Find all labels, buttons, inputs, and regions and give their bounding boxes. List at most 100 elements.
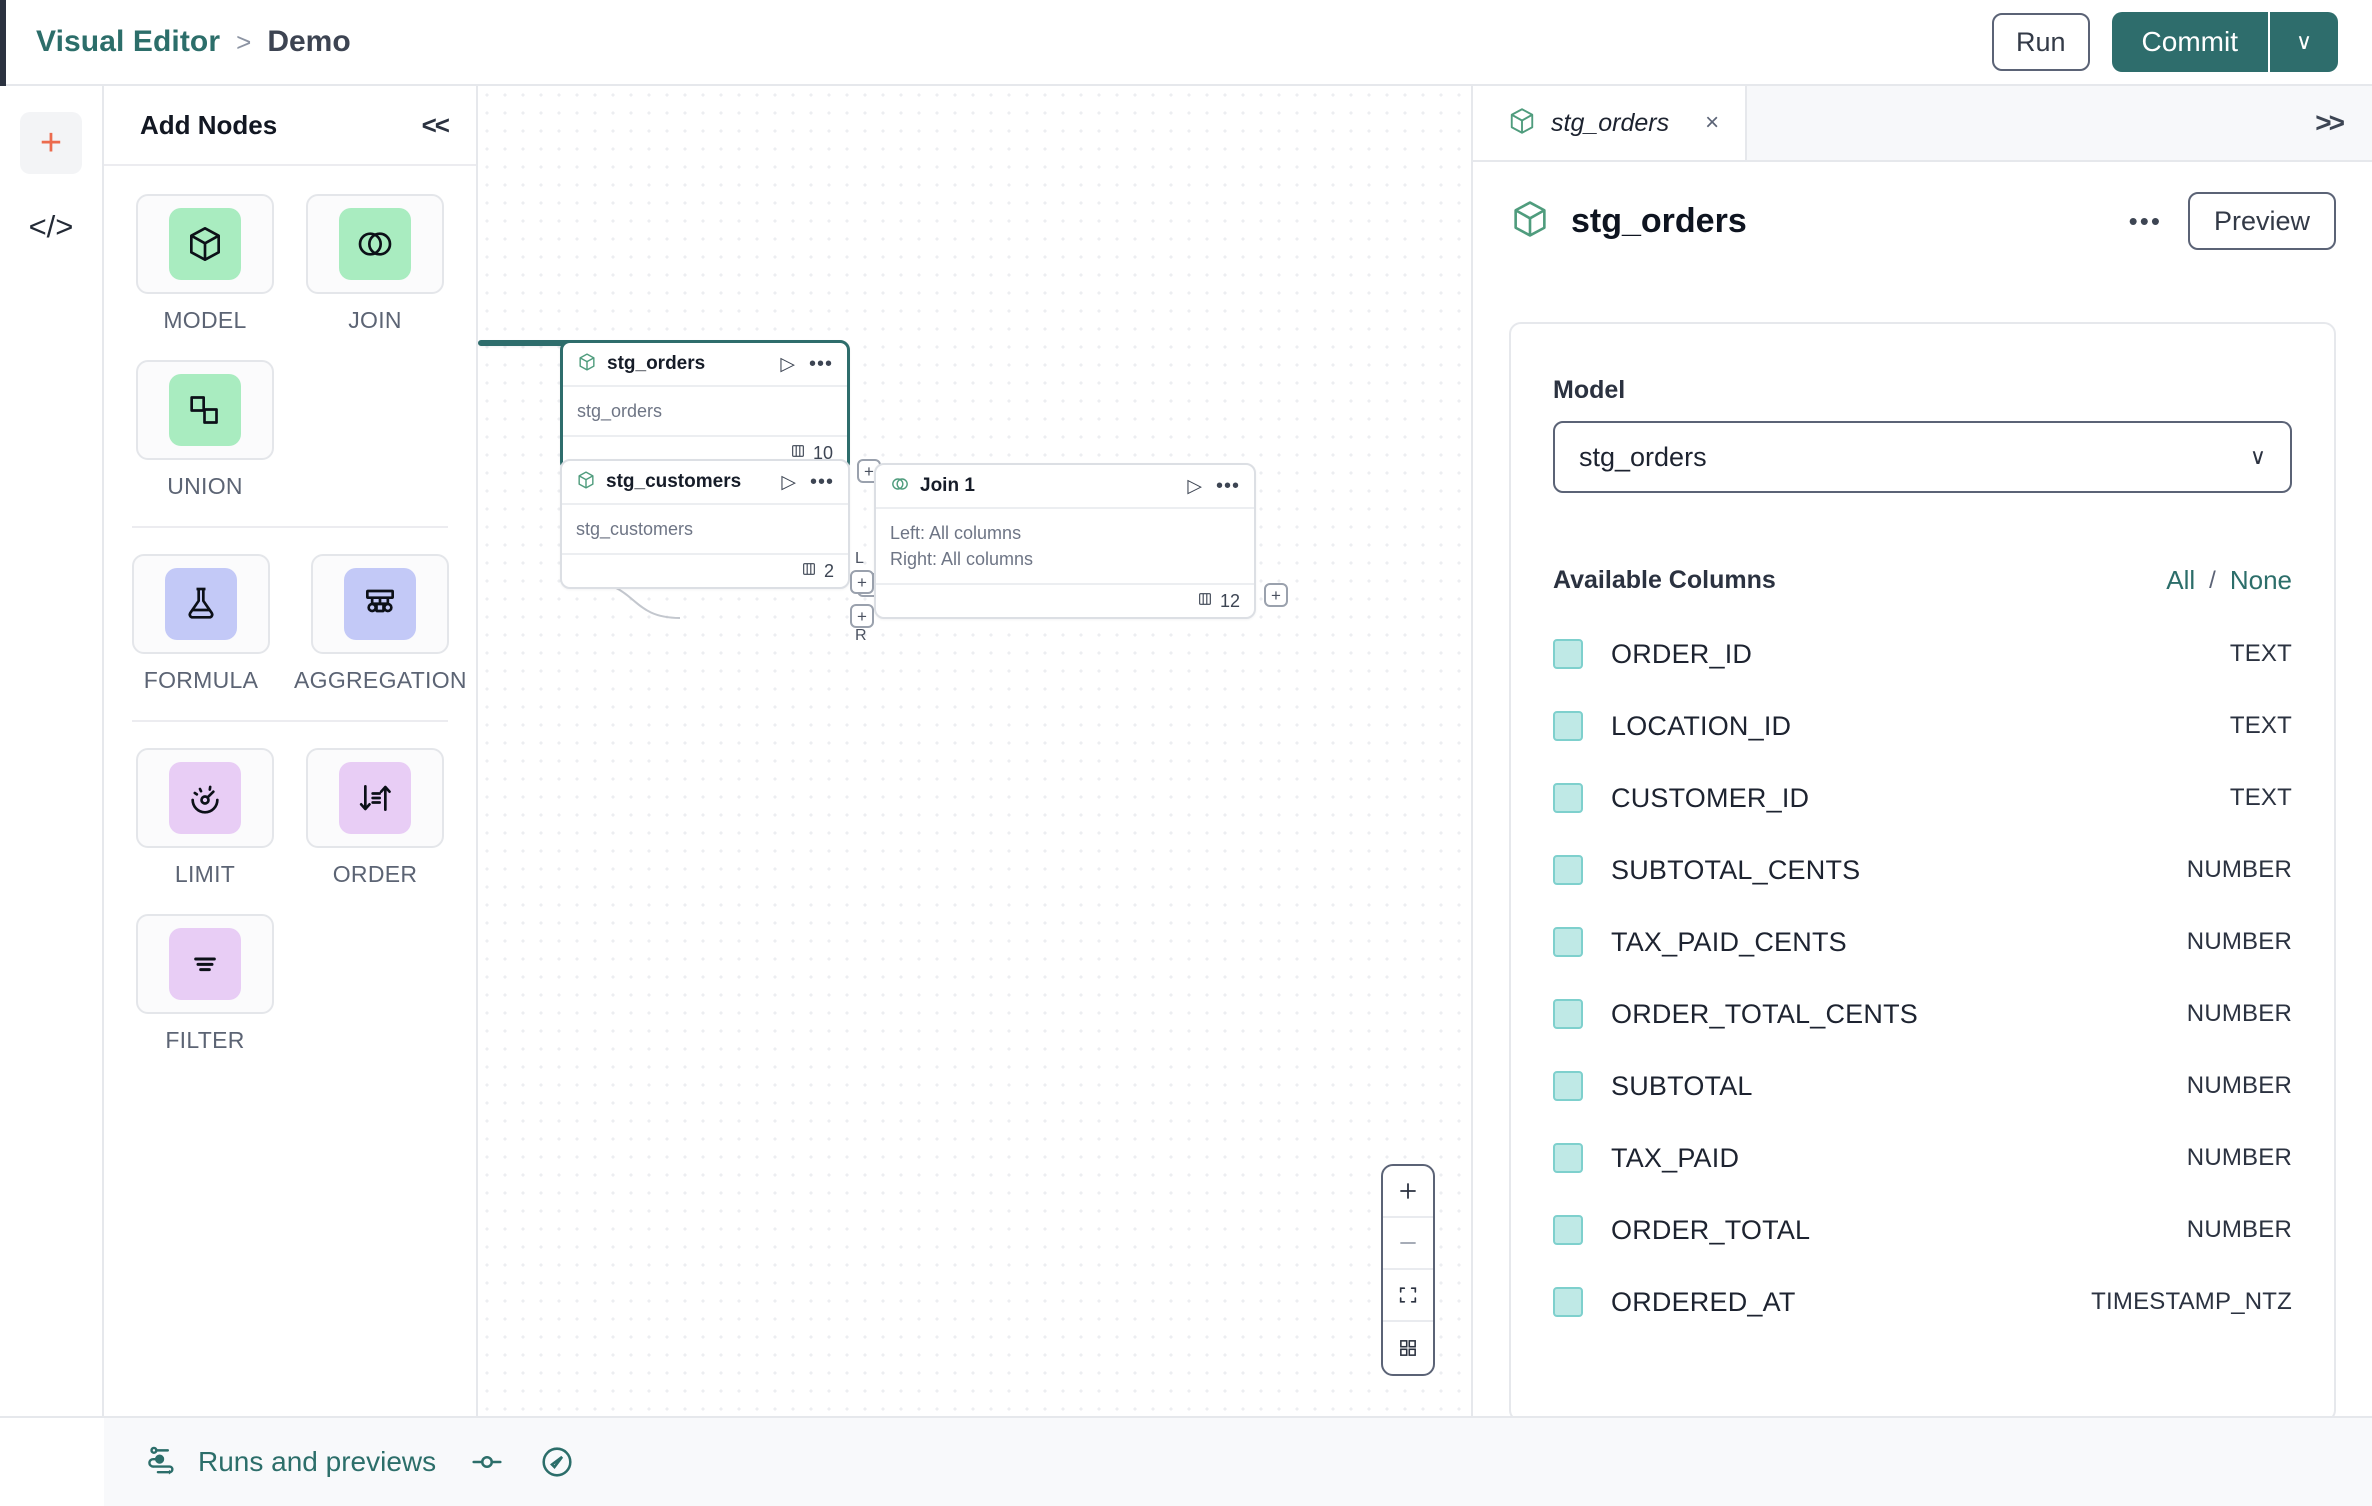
run-node-icon[interactable]: ▷	[781, 471, 796, 493]
column-checkbox[interactable]	[1553, 639, 1583, 669]
run-node-icon[interactable]: ▷	[1187, 475, 1202, 497]
toggle-switch-icon[interactable]	[468, 1443, 506, 1481]
add-node-rail-button[interactable]: +	[20, 112, 82, 174]
fit-view-button[interactable]	[1383, 1270, 1433, 1322]
select-none-link[interactable]: None	[2229, 565, 2292, 595]
node-header: Join 1 ▷ •••	[876, 465, 1254, 509]
runs-flow-icon	[146, 1443, 180, 1482]
commit-button-group: Commit ∨	[2111, 12, 2338, 72]
column-checkbox[interactable]	[1553, 1143, 1583, 1173]
breadcrumb-root-link[interactable]: Visual Editor	[36, 25, 221, 58]
model-field-label: Model	[1553, 376, 1626, 404]
column-checkbox[interactable]	[1553, 1215, 1583, 1245]
zoom-out-button[interactable]	[1383, 1218, 1433, 1270]
canvas-node-stg-customers[interactable]: stg_customers ▷ ••• stg_customers 2	[560, 459, 850, 590]
expand-panel-icon[interactable]: >>	[2315, 107, 2345, 138]
commit-button[interactable]: Commit	[2111, 12, 2268, 72]
close-icon[interactable]: ×	[1705, 109, 1720, 136]
palette-tile-model[interactable]	[136, 194, 274, 294]
join-input-port-right[interactable]: +	[850, 604, 874, 628]
column-checkbox[interactable]	[1553, 1071, 1583, 1101]
palette-item-formula[interactable]: FORMULA	[132, 554, 270, 694]
node-menu-icon[interactable]: •••	[809, 471, 834, 493]
palette-item-aggregation[interactable]: AGGREGATION	[294, 554, 467, 694]
run-node-icon[interactable]: ▷	[780, 353, 795, 375]
palette-tile-formula[interactable]	[132, 554, 270, 654]
zoom-in-button[interactable]	[1383, 1166, 1433, 1218]
column-type: TEXT	[2229, 640, 2292, 667]
palette-tile-order[interactable]	[306, 748, 444, 848]
join-output-port[interactable]: +	[1264, 583, 1288, 607]
add-nodes-header: Add Nodes <<	[104, 86, 476, 166]
select-all-link[interactable]: All	[2166, 565, 2196, 595]
top-bar-actions: Run Commit ∨	[1992, 12, 2372, 72]
palette-tile-aggregation[interactable]	[311, 554, 450, 654]
compass-icon[interactable]	[538, 1443, 576, 1481]
palette-item-filter[interactable]: FILTER	[132, 914, 278, 1054]
palette-tile-join[interactable]	[306, 194, 444, 294]
more-options-icon[interactable]: •••	[2128, 206, 2162, 236]
column-name: TAX_PAID	[1611, 1142, 1740, 1173]
column-checkbox[interactable]	[1553, 711, 1583, 741]
commit-dropdown-caret-icon[interactable]: ∨	[2268, 12, 2338, 72]
runs-and-previews-button[interactable]: Runs and previews	[146, 1443, 436, 1482]
column-checkbox[interactable]	[1553, 927, 1583, 957]
collapse-panel-icon[interactable]: <<	[421, 109, 450, 140]
code-view-rail-button[interactable]: </>	[20, 196, 82, 258]
add-nodes-body: MODEL JOIN	[104, 166, 476, 1054]
palette-label-join: JOIN	[348, 307, 402, 333]
palette-item-limit[interactable]: LIMIT	[132, 748, 278, 888]
column-checkbox[interactable]	[1553, 783, 1583, 813]
palette-item-join[interactable]: JOIN	[302, 194, 448, 334]
join-right-columns: Right: All columns	[890, 549, 1034, 570]
join-left-columns: Left: All columns	[890, 523, 1022, 543]
available-columns-label: Available Columns	[1553, 566, 1776, 594]
palette-label-limit: LIMIT	[174, 861, 236, 887]
column-type: TEXT	[2229, 784, 2292, 811]
node-title: Join 1	[920, 475, 975, 496]
node-title: stg_orders	[607, 353, 706, 374]
column-checkbox[interactable]	[1553, 1287, 1583, 1317]
select-links-separator: /	[2209, 566, 2216, 594]
column-checkbox[interactable]	[1553, 999, 1583, 1029]
palette-item-model[interactable]: MODEL	[132, 194, 278, 334]
palette-item-order[interactable]: ORDER	[302, 748, 448, 888]
column-checkbox[interactable]	[1553, 855, 1583, 885]
model-select[interactable]: stg_orders ∨	[1553, 421, 2292, 493]
palette-tile-limit[interactable]	[136, 748, 274, 848]
run-button[interactable]: Run	[1992, 13, 2090, 71]
inspector-tabs: stg_orders × >>	[1473, 86, 2372, 162]
column-type: NUMBER	[2186, 856, 2292, 883]
palette-label-formula: FORMULA	[143, 667, 259, 693]
join-input-port-left[interactable]: +	[850, 570, 874, 594]
canvas-zoom-controls	[1381, 1164, 1435, 1376]
palette-tile-filter[interactable]	[136, 914, 274, 1014]
preview-button[interactable]: Preview	[2187, 192, 2336, 250]
canvas-node-join-1[interactable]: Join 1 ▷ ••• Left: All columns Right: Al…	[874, 463, 1256, 620]
palette-tile-union[interactable]	[136, 360, 274, 460]
flow-canvas[interactable]: stg_orders ▷ ••• stg_orders 10 +	[478, 86, 1471, 1416]
hierarchy-icon	[344, 568, 417, 640]
inspector-title-actions: ••• Preview	[2129, 192, 2336, 250]
column-type: TEXT	[2229, 712, 2292, 739]
tab-stg-orders[interactable]: stg_orders ×	[1473, 86, 1748, 160]
canvas-node-stg-orders-card[interactable]: stg_orders ▷ ••• stg_orders 10	[560, 340, 850, 473]
mini-map-button[interactable]	[1383, 1322, 1433, 1374]
palette-item-union[interactable]: UNION	[132, 360, 278, 500]
union-shapes-icon	[169, 374, 241, 446]
node-menu-icon[interactable]: •••	[808, 353, 833, 375]
breadcrumb-current-page: Demo	[267, 25, 351, 58]
add-nodes-title: Add Nodes	[140, 109, 278, 140]
node-menu-icon[interactable]: •••	[1215, 475, 1240, 497]
